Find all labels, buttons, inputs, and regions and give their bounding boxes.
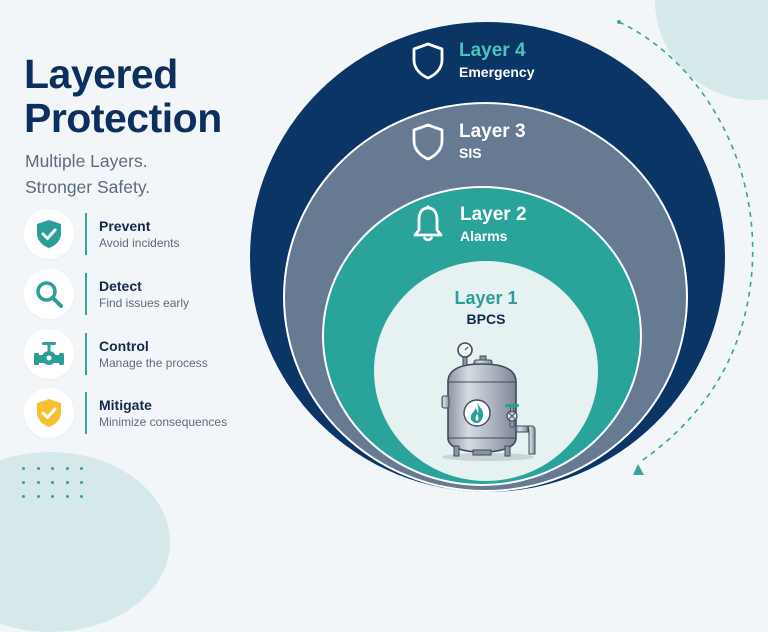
feature-title: Control: [99, 337, 149, 354]
shield-check-icon: [24, 388, 74, 438]
magnifier-icon: [24, 269, 74, 319]
page-title: Layered Protection: [24, 52, 222, 140]
pressure-vessel-icon: [441, 342, 536, 461]
feature-detect: Detect Find issues early: [24, 266, 189, 322]
layer-3-label: Layer 3 SIS: [411, 121, 526, 163]
feature-prevent: Prevent Avoid incidents: [24, 206, 180, 262]
shield-icon: [412, 123, 444, 161]
subtitle-line-1: Multiple Layers.: [25, 151, 148, 171]
feature-control: Control Manage the process: [24, 326, 208, 382]
layer-4-label: Layer 4 Emergency: [411, 40, 534, 82]
decorative-dot-grid: [22, 467, 95, 509]
bell-icon: [413, 205, 443, 242]
subtitle: Multiple Layers. Stronger Safety.: [25, 148, 150, 200]
feature-description: Minimize consequences: [99, 414, 228, 429]
subtitle-line-2: Stronger Safety.: [25, 177, 151, 197]
layer-1-name: BPCS: [466, 311, 506, 327]
feature-description: Manage the process: [99, 355, 208, 370]
layer-4-title: Layer 4: [459, 40, 526, 61]
cycle-arrow-icon: [617, 20, 754, 475]
feature-title: Prevent: [99, 217, 151, 234]
layer-3-name: SIS: [459, 145, 482, 161]
layer-1-title: Layer 1: [454, 288, 518, 308]
feature-divider: [85, 213, 87, 255]
layer-4-name: Emergency: [459, 64, 535, 80]
layer-3-title: Layer 3: [459, 121, 526, 142]
feature-divider: [85, 333, 87, 375]
title-line-1: Layered: [24, 51, 178, 97]
shield-icon: [412, 42, 444, 80]
valve-icon: [24, 329, 74, 379]
feature-title: Mitigate: [99, 396, 152, 413]
feature-description: Avoid incidents: [99, 235, 180, 250]
layer-1-label: Layer 1 BPCS: [430, 287, 542, 329]
layer-2-label: Layer 2 Alarms: [412, 204, 527, 246]
feature-description: Find issues early: [99, 295, 190, 310]
feature-title: Detect: [99, 277, 142, 294]
feature-divider: [85, 392, 87, 434]
layer-2-title: Layer 2: [460, 204, 527, 225]
title-line-2: Protection: [24, 95, 222, 141]
feature-mitigate: Mitigate Minimize consequences: [24, 385, 227, 441]
shield-check-icon: [24, 209, 74, 259]
feature-divider: [85, 273, 87, 315]
layer-2-name: Alarms: [460, 228, 508, 244]
